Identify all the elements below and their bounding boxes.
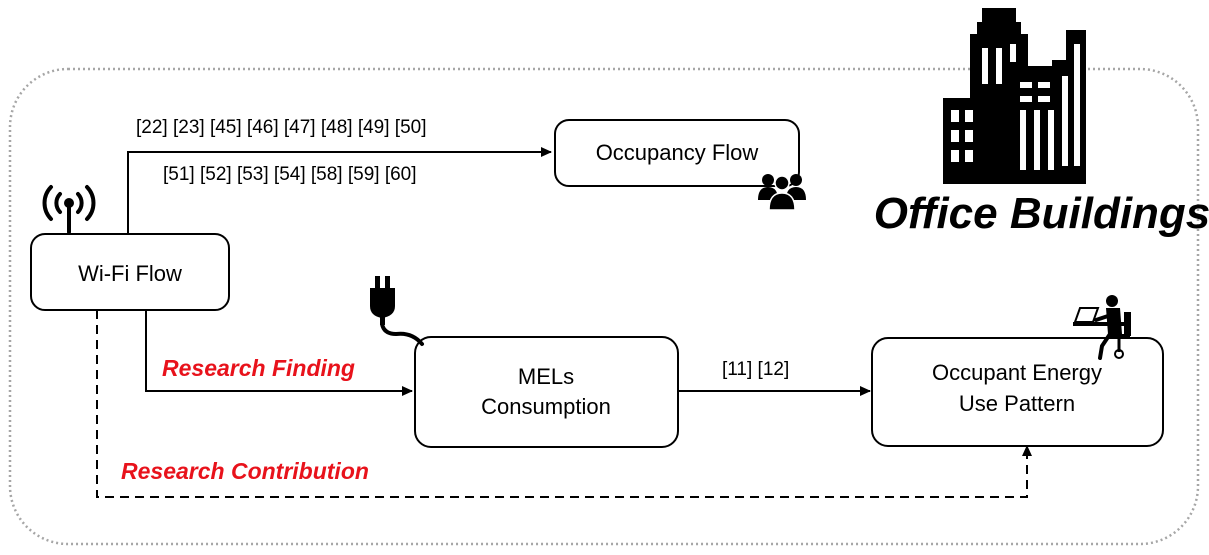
wifi-to-mels-arrow [145, 310, 413, 396]
people-group-icon [758, 174, 806, 211]
wifi-flow-node [30, 233, 230, 311]
occupancy-flow-label: Occupancy Flow [596, 140, 759, 165]
occupancy-refs-line2: [51] [52] [53] [54] [58] [59] [60] [163, 164, 417, 185]
diagram-title: Office Buildings [874, 189, 1209, 238]
wifi-flow-label: Wi-Fi Flow [78, 261, 182, 286]
research-contribution-label: Research Contribution [121, 458, 369, 484]
mels-label-line1: MELs [518, 364, 574, 389]
power-plug-icon [370, 276, 424, 346]
occupant-energy-node [871, 337, 1164, 447]
energy-label-line1: Occupant Energy [932, 360, 1102, 385]
energy-label-line2: Use Pattern [959, 391, 1075, 416]
mels-refs-label: [11] [12] [722, 359, 789, 380]
occupancy-flow-node [554, 119, 800, 187]
mels-consumption-node [414, 336, 679, 448]
desk-worker-icon [1073, 295, 1131, 360]
research-finding-label: Research Finding [162, 355, 355, 381]
occupancy-refs-line1: [22] [23] [45] [46] [47] [48] [49] [50] [136, 117, 426, 138]
office-container [8, 67, 1200, 546]
wifi-to-energy-dashed-arrow [96, 310, 1032, 498]
wifi-signal-icon [42, 185, 96, 234]
office-buildings-icon [943, 8, 1086, 184]
wifi-to-occupancy-arrow [127, 147, 552, 234]
mels-label-line2: Consumption [481, 394, 611, 419]
